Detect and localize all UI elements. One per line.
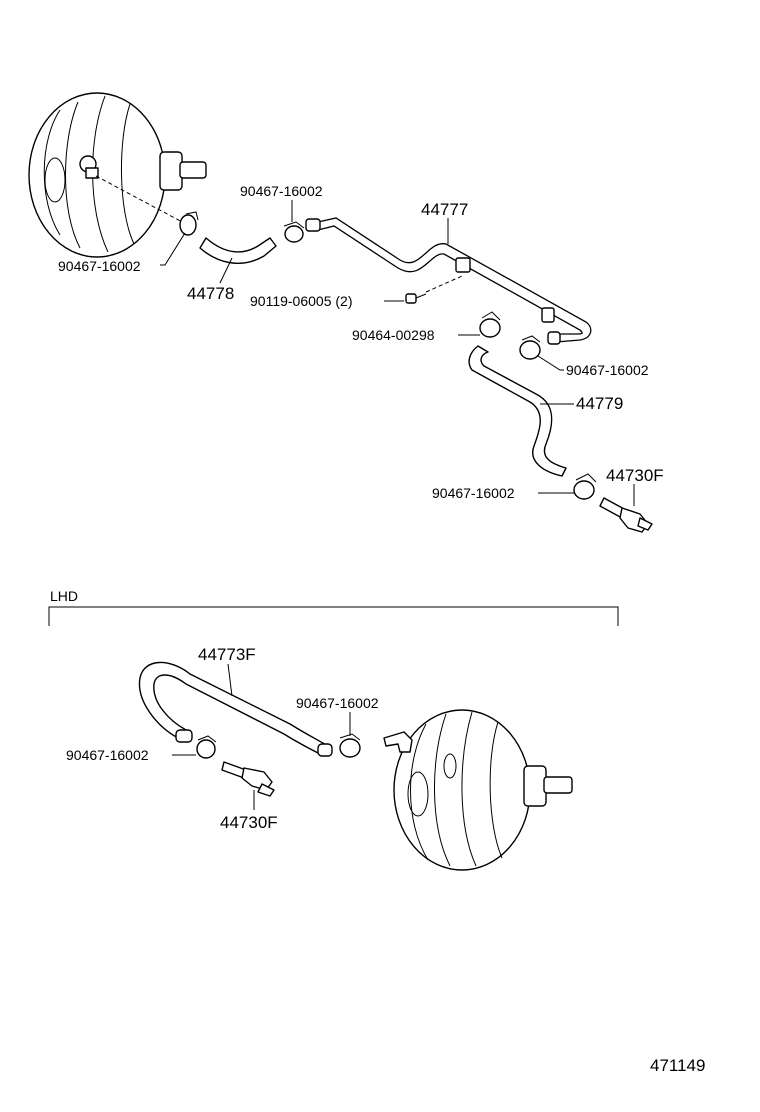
hose-clamp-lhd-mid	[339, 733, 361, 758]
figure-number: 471149	[650, 1056, 705, 1075]
label-pipe-44777: 44777	[421, 200, 468, 219]
check-valve-top	[599, 497, 653, 533]
hose-clamp-top-left	[179, 211, 199, 236]
label-clamp-lower-right: 90467-16002	[432, 485, 515, 501]
hose-44778	[199, 237, 277, 264]
label-clamp-90464: 90464-00298	[352, 327, 435, 343]
label-clamp-lhd-left: 90467-16002	[66, 747, 149, 763]
leader-clamp-top-left	[160, 232, 186, 266]
leader-clamp-right	[537, 355, 564, 371]
check-valve-lhd	[221, 761, 275, 797]
label-bolt: 90119-06005 (2)	[250, 293, 352, 309]
label-lhd-section: LHD	[50, 588, 78, 604]
bolt-90119	[405, 293, 427, 304]
hose-44773f-end-left	[175, 729, 193, 743]
brake-booster-top	[28, 92, 207, 258]
label-clamp-right: 90467-16002	[566, 362, 649, 378]
hose-clamp-90464	[479, 311, 501, 338]
bolt-dashed-line	[425, 275, 463, 293]
label-hose-44779: 44779	[576, 394, 623, 413]
connection-dashed-line-top	[95, 175, 187, 225]
label-valve-top: 44730F	[606, 466, 664, 485]
leader-hose-44773f	[227, 663, 233, 697]
brake-booster-lhd	[383, 709, 573, 871]
label-clamp-top-left: 90467-16002	[58, 258, 141, 274]
label-hose-44778: 44778	[187, 284, 234, 303]
label-clamp-top-mid: 90467-16002	[240, 183, 323, 199]
hose-clamp-top-mid	[283, 221, 305, 243]
hose-44779	[468, 345, 567, 477]
label-clamp-lhd-mid: 90467-16002	[296, 695, 379, 711]
lhd-section-bracket	[48, 606, 619, 626]
hose-44773f-end-right	[317, 743, 333, 757]
label-valve-lhd: 44730F	[220, 813, 278, 832]
hose-clamp-right	[519, 335, 541, 360]
hose-clamp-lower-right	[573, 473, 597, 500]
hose-clamp-lhd-left	[196, 735, 217, 759]
vacuum-pipe-44777	[305, 217, 592, 345]
label-hose-44773f: 44773F	[198, 645, 256, 664]
leader-hose-44778	[219, 257, 233, 284]
